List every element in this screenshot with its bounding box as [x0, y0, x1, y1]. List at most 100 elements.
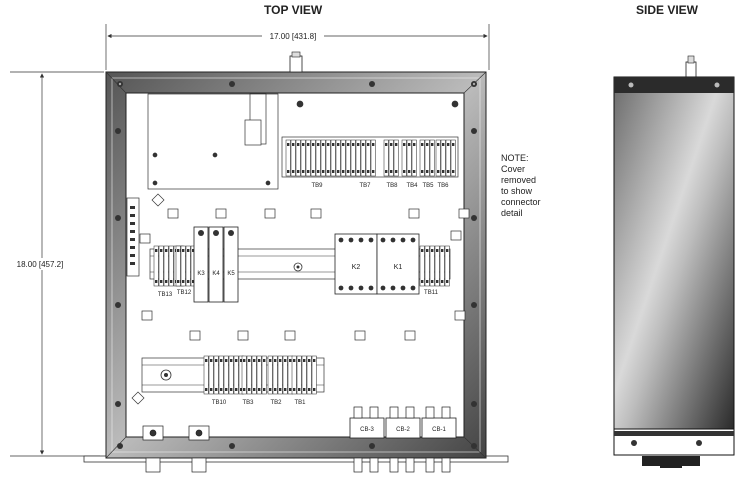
- terminal-screw: [160, 280, 163, 283]
- terminal-screw: [421, 143, 424, 146]
- terminal-screw: [342, 143, 345, 146]
- terminal-screw: [225, 359, 228, 362]
- cb1-label: CB-1: [432, 427, 446, 433]
- terminal-block: [285, 139, 291, 177]
- terminal-block: [185, 245, 191, 287]
- terminal-screw: [165, 280, 168, 283]
- terminal-block: [291, 355, 297, 395]
- diamond-markers: [131, 193, 165, 405]
- panel-knockouts: [139, 208, 470, 341]
- terminal-screw: [298, 388, 301, 391]
- terminal-screw: [395, 143, 398, 146]
- terminal-screw: [337, 143, 340, 146]
- terminal-block: [340, 139, 346, 177]
- terminal-screw: [230, 359, 233, 362]
- terminal-screw: [437, 170, 440, 173]
- terminal-screw: [357, 170, 360, 173]
- terminal-screw: [210, 388, 213, 391]
- upper-left-subplate: [147, 93, 459, 190]
- height-dimension-label: 18.00 [457.2]: [17, 260, 64, 269]
- terminal-screw: [347, 170, 350, 173]
- terminal-block: [256, 355, 262, 395]
- side-view-title: SIDE VIEW: [636, 3, 699, 17]
- terminal-block: [158, 245, 164, 287]
- relay-k4-label: K4: [212, 271, 220, 277]
- terminal-screw: [297, 170, 300, 173]
- width-dimension-label: 17.00 [431.8]: [270, 32, 317, 41]
- note-line: detail: [501, 208, 523, 218]
- tb2-label: TB2: [270, 400, 282, 406]
- terminal-screw: [308, 388, 311, 391]
- terminal-screw: [302, 170, 305, 173]
- terminal-screw: [303, 388, 306, 391]
- terminal-screw: [303, 359, 306, 362]
- terminal-screw: [426, 249, 429, 252]
- terminal-block: [272, 355, 278, 395]
- terminal-block: [306, 355, 312, 395]
- tb6-label: TB6: [437, 183, 449, 189]
- tb3-label: TB3: [242, 400, 254, 406]
- terminal-screw: [442, 170, 445, 173]
- terminal-block: [290, 139, 296, 177]
- terminal-screw: [284, 359, 287, 362]
- terminal-block: [335, 139, 341, 177]
- terminal-block: [325, 139, 331, 177]
- left-edge-connector: [126, 197, 140, 277]
- terminal-block: [223, 355, 229, 395]
- terminal-screw: [292, 143, 295, 146]
- contactor-k2: K2: [334, 233, 378, 295]
- terminal-screw: [337, 170, 340, 173]
- terminal-screw: [408, 170, 411, 173]
- terminal-screw: [293, 359, 296, 362]
- terminal-block: [355, 139, 361, 177]
- terminal-screw: [192, 249, 195, 252]
- terminal-screw: [307, 143, 310, 146]
- terminal-screw: [220, 359, 223, 362]
- note-heading: NOTE:: [501, 153, 529, 163]
- terminal-block: [218, 355, 224, 395]
- cover-note: NOTE: Cover removed to show connector de…: [501, 153, 561, 219]
- terminal-block: [277, 355, 283, 395]
- terminal-screw: [403, 143, 406, 146]
- terminal-screw: [313, 359, 316, 362]
- lower-terminal-strip: [203, 355, 317, 395]
- terminal-block: [393, 139, 399, 177]
- tb1-label: TB1: [294, 400, 306, 406]
- terminal-block: [175, 245, 181, 287]
- relay-k5-label: K5: [227, 271, 235, 277]
- terminal-screw: [258, 359, 261, 362]
- terminal-screw: [372, 170, 375, 173]
- terminal-block: [213, 355, 219, 395]
- terminal-screw: [385, 143, 388, 146]
- terminal-block: [406, 139, 412, 177]
- terminal-screw: [441, 280, 444, 283]
- terminal-screw: [230, 388, 233, 391]
- terminal-screw: [253, 359, 256, 362]
- terminal-screw: [225, 388, 228, 391]
- terminal-screw: [431, 170, 434, 173]
- terminal-screw: [308, 359, 311, 362]
- terminal-screw: [205, 359, 208, 362]
- upper-din-rail: [281, 136, 459, 178]
- relay-k3-label: K3: [197, 271, 205, 277]
- terminal-screw: [297, 143, 300, 146]
- terminal-screw: [317, 170, 320, 173]
- tb11-label: TB11: [424, 290, 439, 296]
- terminal-screw: [352, 170, 355, 173]
- terminal-block: [267, 355, 273, 395]
- terminal-screw: [372, 143, 375, 146]
- terminal-block: [401, 139, 407, 177]
- tb12-label: TB12: [177, 290, 192, 296]
- terminal-screw: [215, 388, 218, 391]
- bottom-connectors: [142, 425, 210, 473]
- terminal-screw: [436, 249, 439, 252]
- tb10-label: TB10: [212, 400, 227, 406]
- terminal-screw: [431, 280, 434, 283]
- terminal-screw: [446, 249, 449, 252]
- terminal-screw: [390, 170, 393, 173]
- terminal-screw: [279, 388, 282, 391]
- terminal-block: [241, 355, 247, 395]
- tb13-label: TB13: [158, 292, 173, 298]
- terminal-screw: [235, 388, 238, 391]
